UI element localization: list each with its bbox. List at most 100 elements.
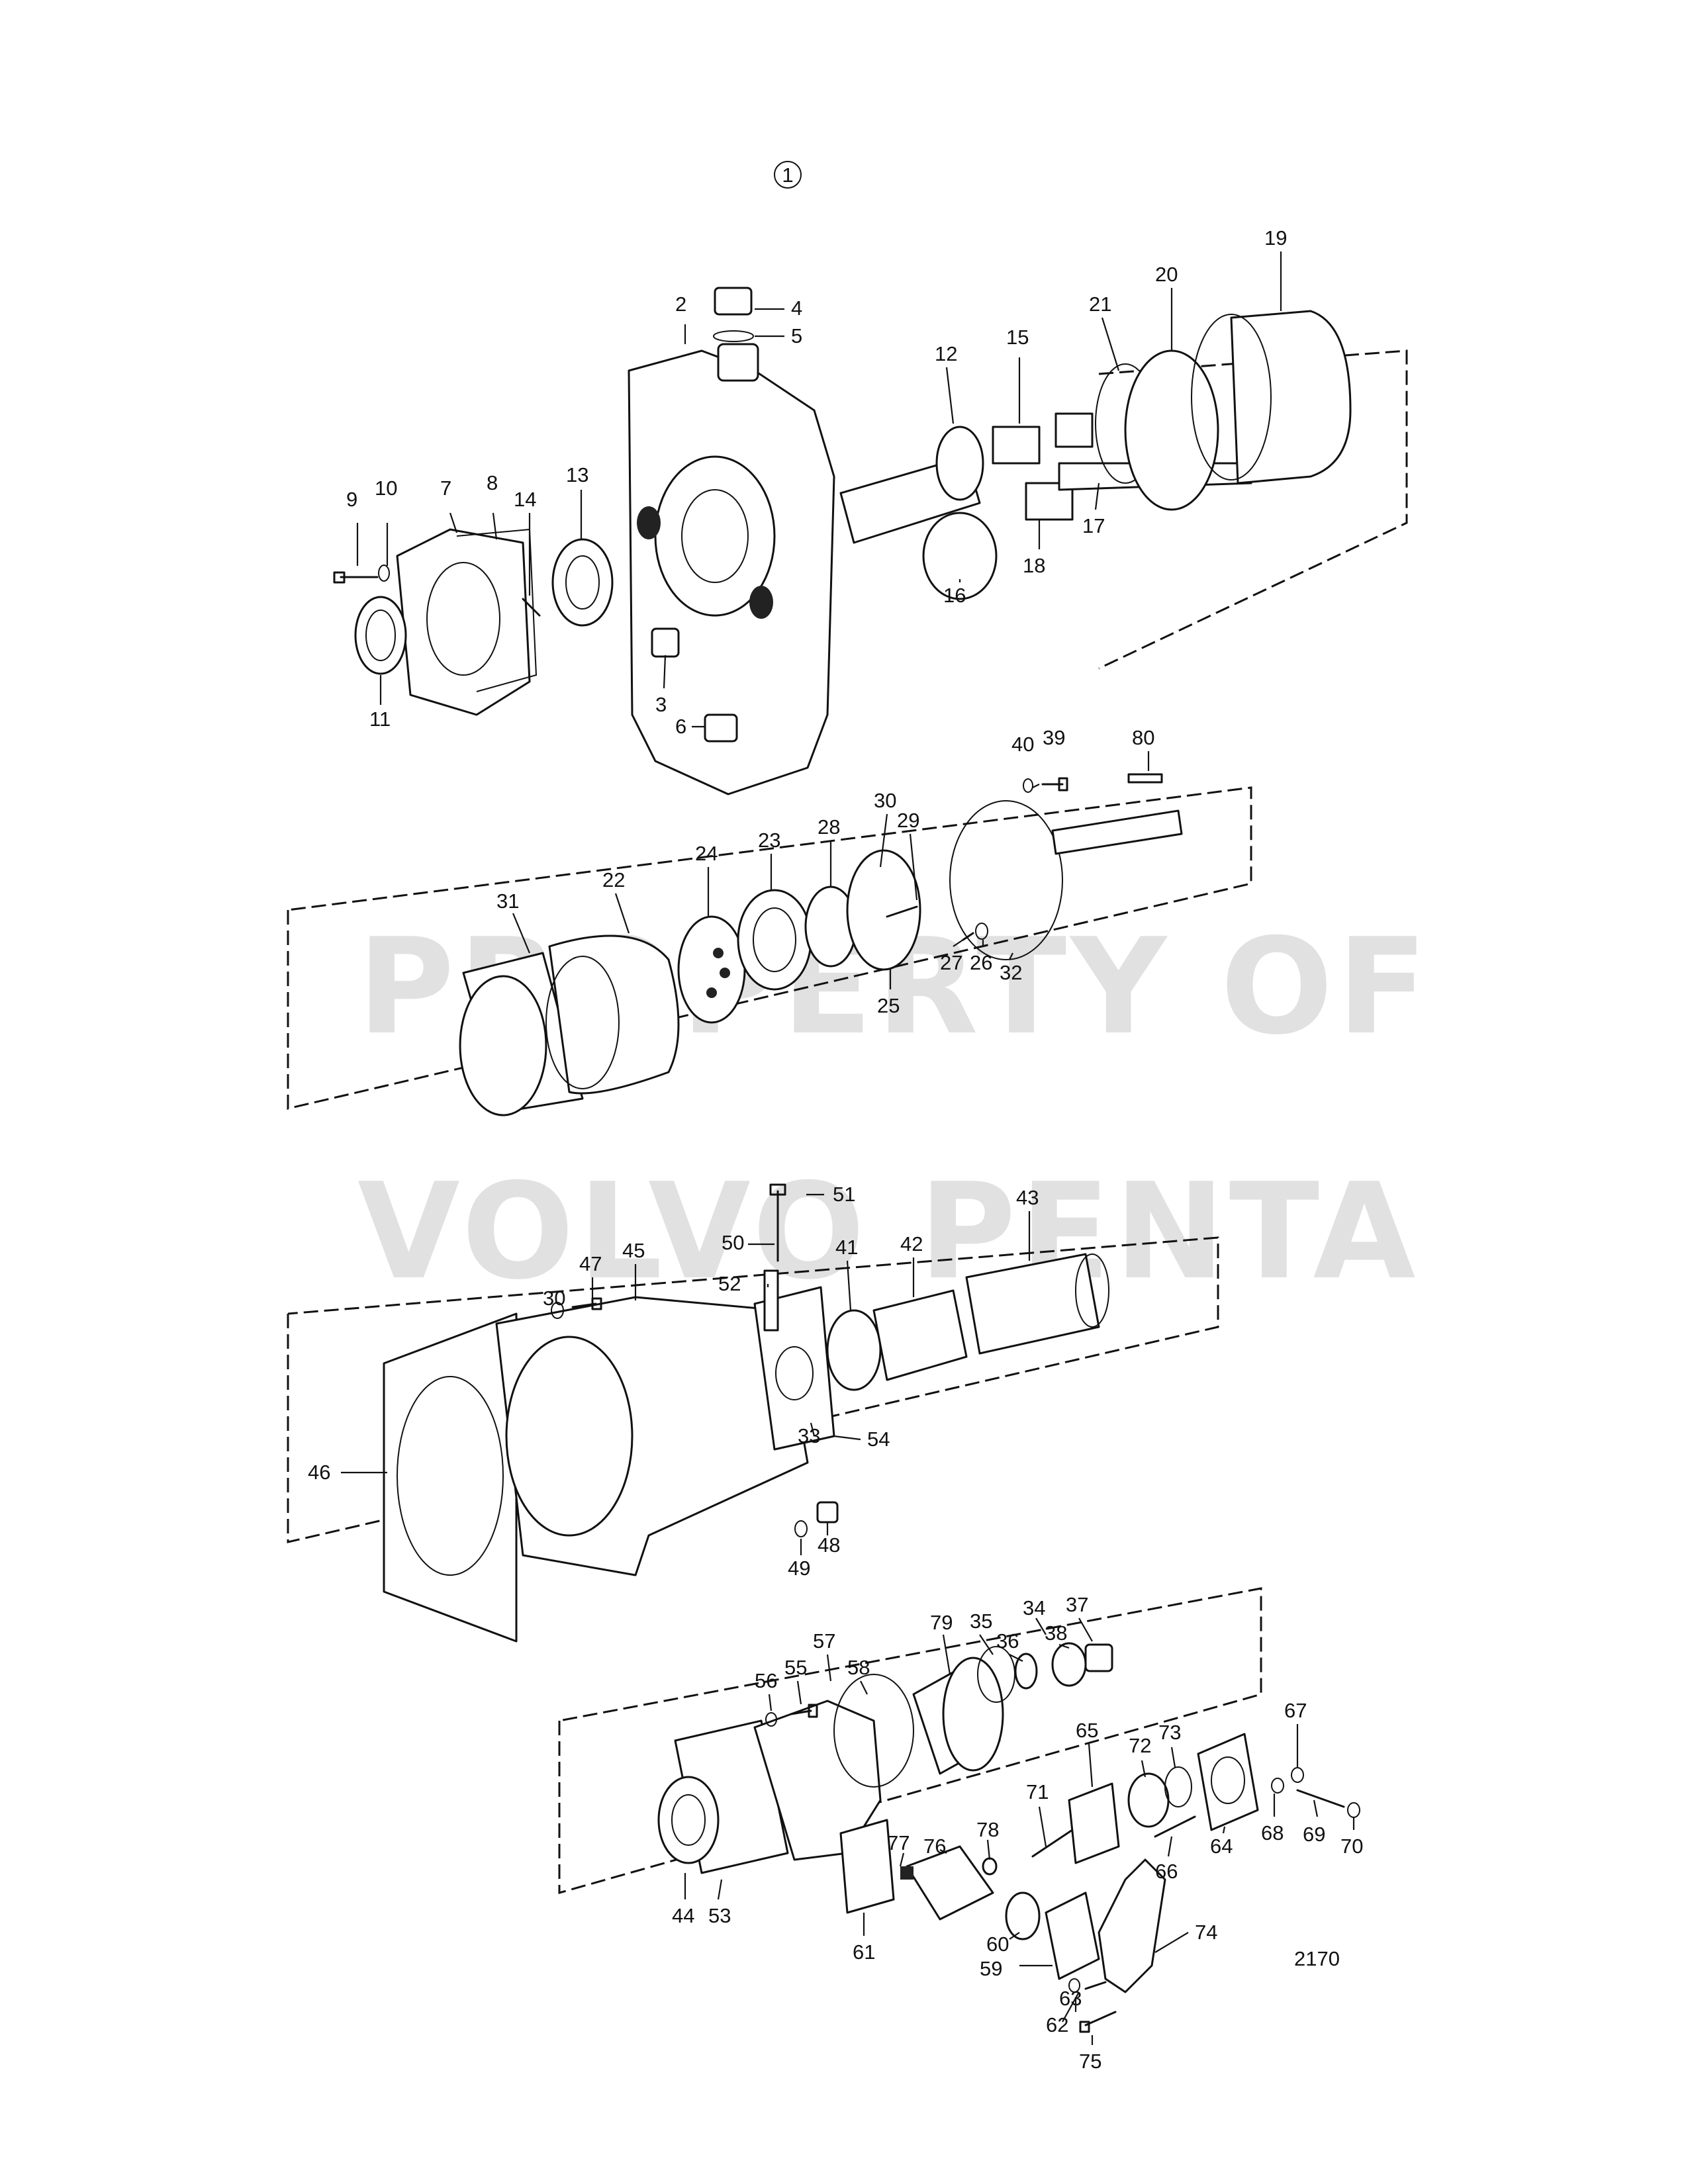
oil-seal bbox=[354, 596, 407, 675]
part-label-78: 78 bbox=[976, 1818, 999, 1841]
ball-bearing bbox=[551, 538, 614, 627]
part-label-22: 22 bbox=[602, 868, 625, 891]
gasket-washer bbox=[975, 923, 988, 940]
part-label-79: 79 bbox=[930, 1611, 953, 1634]
plate-bolt bbox=[1041, 777, 1068, 792]
end-plate-screw bbox=[886, 905, 918, 918]
view-marker-number: 1 bbox=[782, 163, 793, 187]
leader-37 bbox=[1078, 1617, 1093, 1642]
part-label-14: 14 bbox=[514, 488, 536, 511]
part-label-36: 36 bbox=[996, 1629, 1019, 1653]
leader-62 bbox=[1062, 1991, 1080, 2023]
end-plate-gasket bbox=[949, 800, 1063, 960]
leader-57 bbox=[826, 1654, 832, 1682]
intermediate-gear bbox=[922, 512, 998, 600]
plate-washer bbox=[1023, 778, 1033, 793]
impeller-nut bbox=[1084, 1643, 1113, 1672]
part-label-6: 6 bbox=[675, 715, 686, 738]
internal-gear bbox=[548, 934, 680, 1095]
clutch-drum-face bbox=[1191, 314, 1272, 480]
clutch-drum bbox=[1230, 310, 1352, 484]
leader-34 bbox=[1035, 1617, 1047, 1635]
pump-bolt bbox=[790, 1704, 818, 1718]
thermostat-cover-bore bbox=[1211, 1756, 1245, 1804]
ball-bearing-inner bbox=[565, 555, 600, 610]
thermostat-cover bbox=[1197, 1733, 1259, 1831]
leader-21 bbox=[1101, 317, 1120, 371]
drain-screw bbox=[816, 1501, 839, 1524]
leader-35 bbox=[979, 1634, 994, 1655]
part-label-58: 58 bbox=[847, 1656, 870, 1679]
leader-38 bbox=[1058, 1643, 1070, 1649]
valve-body bbox=[906, 1845, 994, 1921]
outlet-seal-inner bbox=[671, 1794, 706, 1846]
part-label-49: 49 bbox=[788, 1557, 810, 1580]
group-upper-housing bbox=[333, 251, 1408, 796]
part-label-64: 64 bbox=[1210, 1835, 1233, 1858]
part-label-21: 21 bbox=[1089, 293, 1111, 316]
part-label-52: 52 bbox=[718, 1272, 741, 1295]
pump-body bbox=[753, 1700, 882, 1861]
part-label-57: 57 bbox=[813, 1629, 835, 1653]
valve-rod bbox=[1031, 1829, 1074, 1858]
part-label-63: 63 bbox=[1059, 1987, 1082, 2010]
leader-32 bbox=[1009, 952, 1013, 960]
housing-bore-inner bbox=[681, 489, 749, 583]
part-label-26: 26 bbox=[970, 951, 992, 974]
drain-washer bbox=[794, 1520, 808, 1537]
part-label-8: 8 bbox=[487, 471, 498, 494]
leader-17 bbox=[1094, 482, 1100, 510]
spacer-sleeve bbox=[1055, 412, 1094, 448]
part-label-42: 42 bbox=[900, 1232, 923, 1255]
part-label-70: 70 bbox=[1340, 1835, 1363, 1858]
watermark-line-2: VOLVO PENTA bbox=[357, 1155, 1419, 1309]
group-clutch bbox=[287, 751, 1252, 1116]
part-label-3: 3 bbox=[655, 693, 667, 716]
part-label-65: 65 bbox=[1076, 1719, 1098, 1742]
leader-72 bbox=[1141, 1760, 1147, 1778]
view-marker: 1 bbox=[774, 161, 802, 189]
part-label-15: 15 bbox=[1006, 326, 1029, 349]
part-label-10: 10 bbox=[375, 477, 397, 500]
needle-bearing-upper bbox=[992, 426, 1041, 465]
part-label-46: 46 bbox=[308, 1461, 330, 1484]
locating-pin bbox=[763, 1269, 779, 1332]
part-label-77: 77 bbox=[887, 1831, 910, 1854]
thermostat bbox=[1127, 1772, 1170, 1828]
adjusting-screw bbox=[769, 1183, 786, 1262]
part-label-25: 25 bbox=[877, 994, 900, 1017]
cover-nut bbox=[1291, 1767, 1304, 1783]
part-label-31: 31 bbox=[496, 889, 519, 913]
part-label-47: 47 bbox=[579, 1252, 602, 1275]
part-label-59: 59 bbox=[980, 1957, 1002, 1980]
hub-hole-3 bbox=[706, 987, 717, 998]
filler-boss bbox=[717, 343, 759, 382]
leader-7 bbox=[449, 512, 458, 533]
part-label-69: 69 bbox=[1303, 1823, 1325, 1846]
leader-41 bbox=[846, 1260, 852, 1311]
leader-58 bbox=[860, 1680, 868, 1695]
pinion-gear bbox=[935, 426, 984, 501]
filler-plug bbox=[714, 287, 753, 316]
leader-69 bbox=[1313, 1799, 1319, 1817]
part-label-43: 43 bbox=[1016, 1186, 1039, 1209]
part-label-68: 68 bbox=[1261, 1821, 1284, 1844]
part-label-62: 62 bbox=[1046, 2013, 1068, 2036]
leader-27 bbox=[953, 939, 964, 947]
part-label-7: 7 bbox=[440, 477, 451, 500]
part-label-53: 53 bbox=[708, 1904, 731, 1927]
part-label-71: 71 bbox=[1026, 1780, 1049, 1803]
housing-hole-1 bbox=[637, 506, 661, 539]
part-label-37: 37 bbox=[1066, 1593, 1088, 1616]
stud-nut bbox=[1347, 1802, 1360, 1818]
leader-60 bbox=[1009, 1932, 1020, 1940]
part-label-55: 55 bbox=[784, 1656, 807, 1679]
part-label-33: 33 bbox=[798, 1424, 820, 1447]
leader-73 bbox=[1170, 1747, 1176, 1768]
end-plate bbox=[846, 849, 921, 971]
group-pump bbox=[558, 1587, 1360, 2045]
leader-78 bbox=[986, 1839, 991, 1860]
part-label-20: 20 bbox=[1155, 263, 1178, 286]
cover-washer bbox=[378, 565, 390, 582]
output-shaft bbox=[1051, 809, 1183, 855]
